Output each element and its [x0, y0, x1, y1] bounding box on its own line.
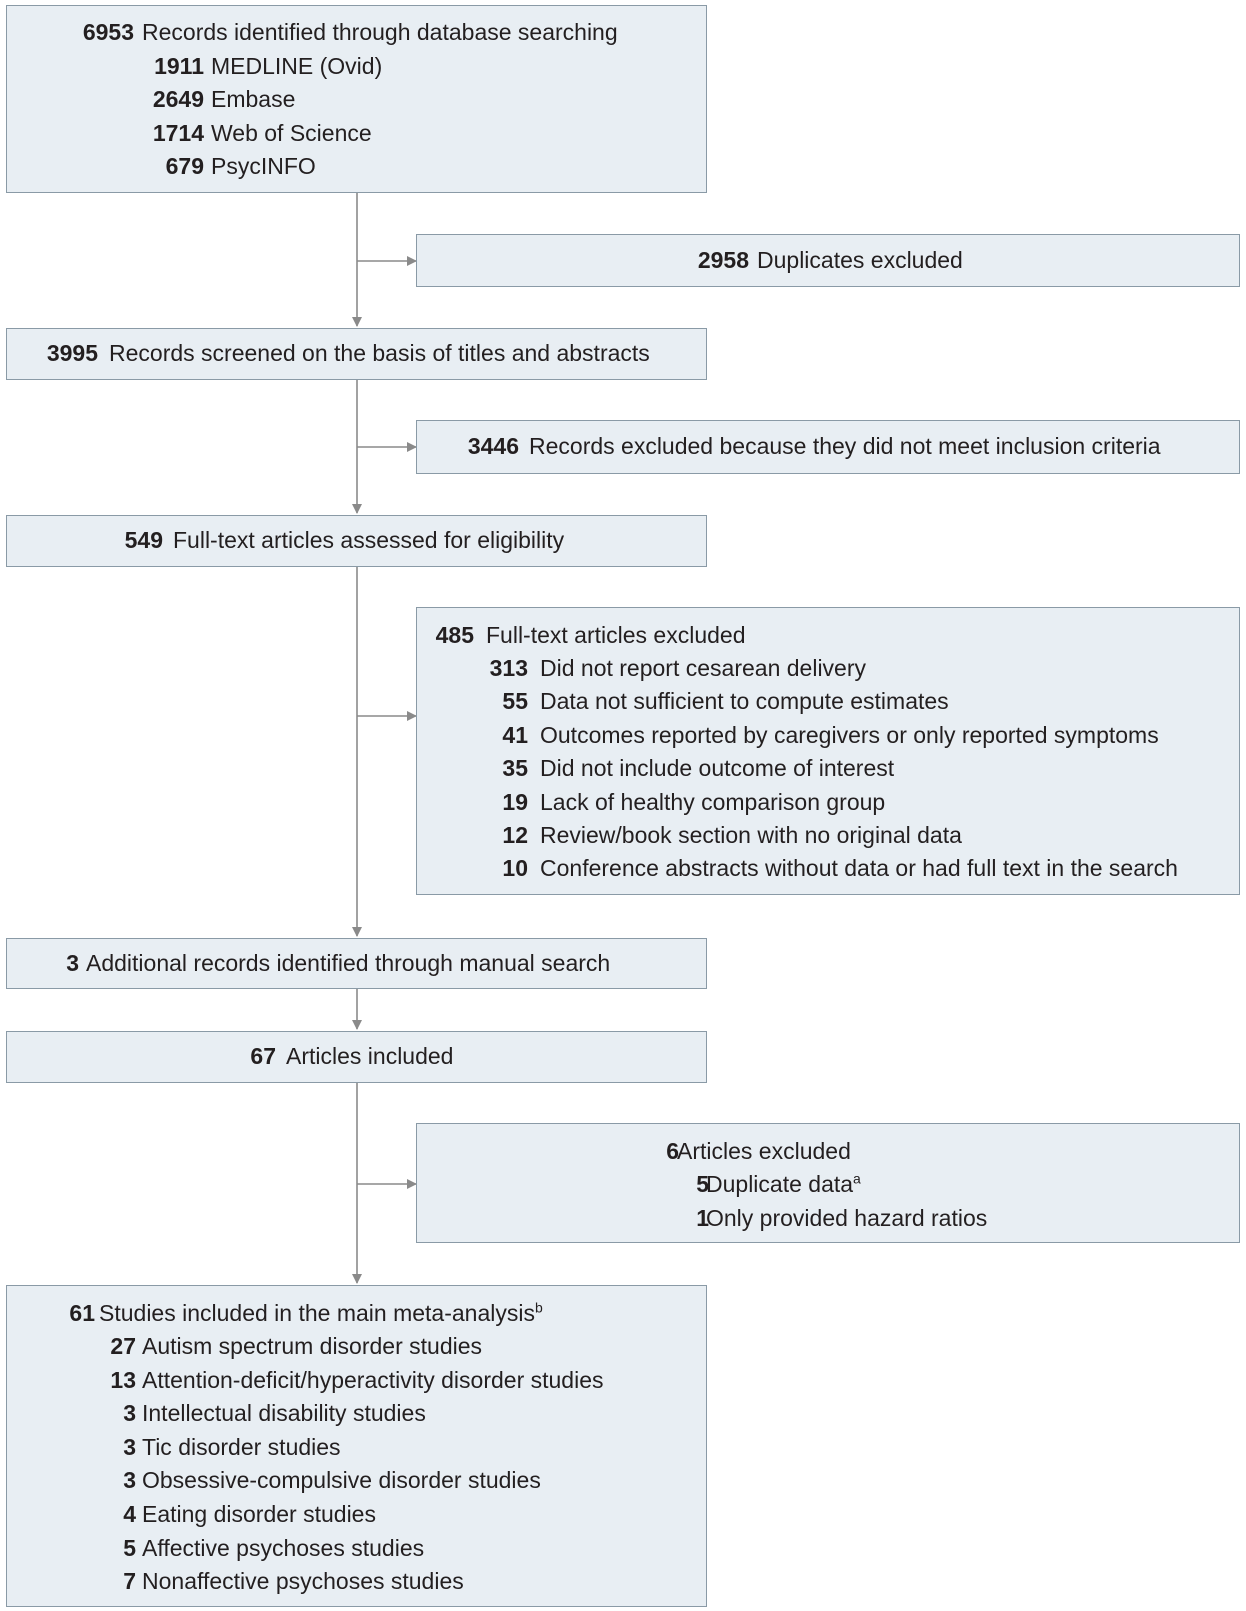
meta-count: 61 — [69, 1300, 95, 1326]
screened-label: Records screened on the basis of titles … — [109, 340, 650, 366]
study-count: 4 — [123, 1501, 136, 1527]
reason-label: Lack of healthy comparison group — [540, 789, 886, 815]
duplicates-label: Duplicates excluded — [757, 247, 963, 273]
identified-count: 6953 — [82, 19, 134, 45]
study-count: 3 — [123, 1400, 136, 1426]
excluded-screen-label: Records excluded because they did not me… — [529, 433, 1161, 459]
study-label: Nonaffective psychoses studies — [142, 1568, 464, 1594]
included-label: Articles included — [286, 1043, 454, 1069]
reason-count: 5 — [696, 1171, 709, 1197]
reason-count: 1 — [696, 1205, 709, 1231]
reason-label: Conference abstracts without data or had… — [540, 855, 1178, 881]
articles-excluded-label: Articles excluded — [677, 1138, 851, 1164]
study-count: 3 — [123, 1467, 136, 1493]
source-label: Web of Science — [211, 120, 372, 146]
study-count: 27 — [110, 1333, 136, 1359]
reason-label: Duplicate dataa — [706, 1168, 861, 1202]
meta-analysis-box: 61 Studies included in the main meta-ana… — [6, 1285, 707, 1607]
fulltext-label: Full-text articles assessed for eligibil… — [173, 527, 565, 553]
reason-label: Review/book section with no original dat… — [540, 822, 962, 848]
included-box: 67 Articles included — [6, 1031, 707, 1083]
articles-excluded-count: 6 — [666, 1138, 679, 1164]
fulltext-box: 549 Full-text articles assessed for elig… — [6, 515, 707, 567]
fulltext-count: 549 — [124, 527, 163, 553]
excluded-screen-box: 3446 Records excluded because they did n… — [416, 420, 1240, 474]
study-label: Autism spectrum disorder studies — [142, 1333, 483, 1359]
reason-count: 41 — [502, 722, 528, 748]
articles-excluded-box: 6 Articles excluded 5 Duplicate dataa 1 … — [416, 1123, 1240, 1243]
meta-label: Studies included in the main meta-analys… — [99, 1297, 543, 1331]
fulltext-excluded-box: 485 Full-text articles excluded 313 Did … — [416, 607, 1240, 895]
manual-label: Additional records identified through ma… — [86, 950, 611, 976]
fulltext-excluded-label: Full-text articles excluded — [486, 622, 746, 648]
manual-box: 3 Additional records identified through … — [6, 938, 707, 989]
study-label: Attention-deficit/hyperactivity disorder… — [142, 1367, 604, 1393]
reason-count: 35 — [502, 755, 528, 781]
source-label: Embase — [211, 86, 296, 112]
study-count: 7 — [123, 1568, 136, 1594]
source-count: 679 — [165, 153, 204, 179]
reason-text: Duplicate data — [706, 1171, 854, 1197]
duplicates-count: 2958 — [697, 247, 749, 273]
identified-label: Records identified through database sear… — [142, 19, 618, 45]
fulltext-excluded-count: 485 — [435, 622, 474, 648]
study-label: Obsessive-compulsive disorder studies — [142, 1467, 541, 1493]
meta-text: Studies included in the main meta-analys… — [99, 1300, 535, 1326]
study-label: Affective psychoses studies — [142, 1535, 425, 1561]
screened-count: 3995 — [46, 340, 98, 366]
reason-count: 10 — [502, 855, 528, 881]
reason-label: Outcomes reported by caregivers or only … — [540, 722, 1159, 748]
study-label: Eating disorder studies — [142, 1501, 376, 1527]
source-label: PsycINFO — [211, 153, 316, 179]
identified-box: 6953 Records identified through database… — [6, 5, 707, 193]
footnote-marker: a — [853, 1170, 861, 1187]
study-count: 13 — [110, 1367, 136, 1393]
reason-label: Did not include outcome of interest — [540, 755, 895, 781]
footnote-marker: b — [534, 1299, 543, 1316]
reason-label: Data not sufficient to compute estimates — [540, 688, 949, 714]
study-count: 5 — [123, 1535, 136, 1561]
study-count: 3 — [123, 1434, 136, 1460]
screened-box: 3995 Records screened on the basis of ti… — [6, 328, 707, 380]
source-label: MEDLINE (Ovid) — [211, 53, 383, 79]
reason-label: Did not report cesarean delivery — [540, 655, 866, 681]
included-count: 67 — [250, 1043, 276, 1069]
source-count: 1911 — [154, 53, 204, 79]
reason-count: 55 — [502, 688, 528, 714]
reason-count: 12 — [502, 822, 528, 848]
manual-count: 3 — [66, 950, 79, 976]
reason-count: 313 — [489, 655, 528, 681]
study-label: Intellectual disability studies — [142, 1400, 426, 1426]
excluded-screen-count: 3446 — [467, 433, 519, 459]
source-count: 1714 — [152, 120, 204, 146]
reason-label: Only provided hazard ratios — [706, 1205, 988, 1231]
source-count: 2649 — [152, 86, 204, 112]
study-label: Tic disorder studies — [142, 1434, 341, 1460]
duplicates-box: 2958 Duplicates excluded — [416, 234, 1240, 287]
reason-count: 19 — [502, 789, 528, 815]
